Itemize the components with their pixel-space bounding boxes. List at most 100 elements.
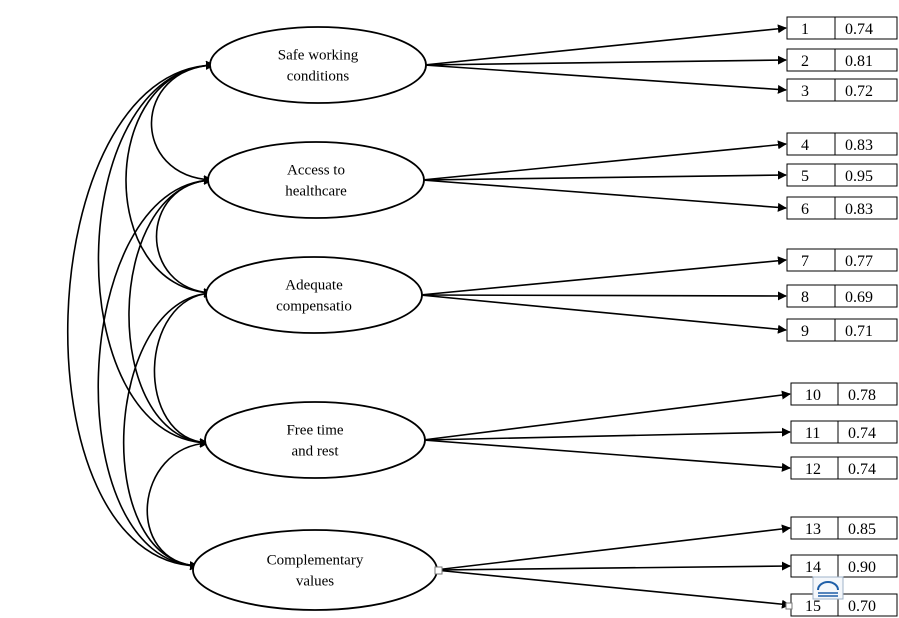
factor-f3: Adequate compensatio (205, 256, 423, 334)
loading-arrow (422, 390, 791, 441)
factor-label: and rest (291, 444, 339, 460)
indicator-number: 15 (805, 598, 821, 615)
indicator-number-box (786, 163, 836, 187)
indicator-number: 8 (801, 289, 809, 306)
indicator-number: 1 (801, 21, 809, 38)
loading-arrows (419, 24, 791, 609)
loading-value-box (834, 78, 898, 102)
loading-value-box (834, 16, 898, 40)
loading-value: 0.90 (848, 559, 876, 576)
loading-value-box (834, 163, 898, 187)
factor-label: healthcare (285, 184, 347, 200)
loading-value: 0.72 (845, 83, 873, 100)
factor-f2: Access to healthcare (207, 141, 425, 219)
indicator-number: 13 (805, 521, 821, 538)
indicator-number: 12 (805, 461, 821, 478)
loading-arrow (434, 524, 791, 571)
loading-value: 0.83 (845, 137, 873, 154)
indicator-number-box (786, 132, 836, 156)
loading-arrow (422, 427, 791, 441)
loading-arrow (421, 179, 787, 212)
correlation-f1-f4 (97, 60, 215, 448)
loading-arrow (422, 439, 791, 472)
loading-arrow (423, 55, 787, 66)
factor-label: Adequate (285, 278, 343, 294)
factor-label: Access to (287, 163, 345, 179)
loading-arrow (421, 140, 787, 181)
factor-label: values (296, 574, 334, 590)
loading-value: 0.74 (848, 461, 876, 478)
correlation-f2-f5 (97, 175, 213, 571)
indicator-number: 10 (805, 387, 821, 404)
loading-value-box (837, 554, 898, 578)
correlation-f2-f4 (128, 175, 213, 448)
anchor-icon[interactable] (812, 576, 844, 600)
loading-arrow (423, 64, 787, 94)
correlation-f3-f4 (153, 288, 213, 448)
indicator-number: 5 (801, 168, 809, 185)
loading-value: 0.95 (845, 168, 873, 185)
factor-ellipse (207, 141, 425, 219)
loading-value-box (834, 196, 898, 220)
loading-value: 0.77 (845, 253, 873, 270)
loading-arrow (419, 256, 787, 296)
factor-label: Safe working (278, 48, 359, 64)
factor-label: compensatio (276, 299, 352, 315)
factor-ellipse (209, 26, 427, 104)
selection-handle[interactable] (785, 602, 793, 610)
decorations (434, 566, 844, 610)
loading-value-box (834, 132, 898, 156)
factor-ellipse (205, 256, 423, 334)
indicator-number-box (786, 284, 836, 308)
indicator-number: 3 (801, 83, 809, 100)
loading-value-box (837, 516, 898, 540)
loading-arrow (423, 24, 787, 66)
loading-value: 0.83 (845, 201, 873, 218)
indicator-number: 14 (805, 559, 821, 576)
factor-label: Complementary (267, 553, 364, 569)
indicator-number: 11 (805, 425, 820, 442)
loading-arrow (421, 170, 787, 181)
loading-value-box (834, 318, 898, 342)
factor-ellipse (192, 529, 438, 611)
correlation-f1-f5 (67, 60, 215, 571)
correlation-curves (67, 60, 215, 571)
correlation-f4-f5 (146, 438, 209, 571)
selection-handle[interactable] (434, 566, 443, 575)
indicator-number-box (786, 318, 836, 342)
loading-value: 0.85 (848, 521, 876, 538)
indicator-number: 2 (801, 53, 809, 70)
correlation-f3-f5 (122, 288, 213, 571)
loading-value-box (834, 248, 898, 272)
indicator-number: 9 (801, 323, 809, 340)
factor-label: Free time (286, 423, 343, 439)
loading-arrow (434, 569, 791, 609)
indicator-number-box (786, 196, 836, 220)
loading-arrow (434, 561, 791, 571)
indicator-number-box (786, 16, 836, 40)
factor-f4: Free time and rest (204, 401, 426, 479)
loading-value-box (837, 593, 898, 617)
factor-ellipse (204, 401, 426, 479)
loading-arrow (419, 294, 787, 334)
loading-value: 0.70 (848, 598, 876, 615)
loading-value-box (834, 284, 898, 308)
indicator-number-box (786, 78, 836, 102)
loading-value: 0.81 (845, 53, 873, 70)
